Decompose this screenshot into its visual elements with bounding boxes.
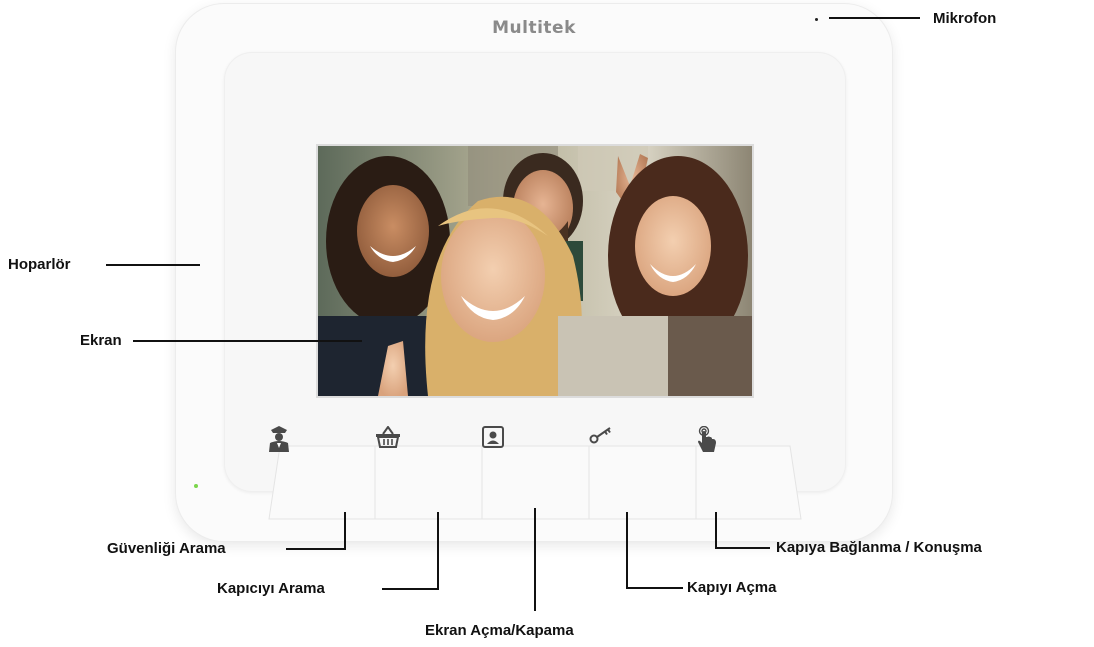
button-bar [268, 426, 802, 521]
label-ekran-acma-kapama: Ekran Açma/Kapama [425, 622, 574, 639]
label-kapici-arama: Kapıcıyı Arama [217, 580, 325, 597]
microphone-hole [815, 18, 818, 21]
label-guvenlik-arama: Güvenliği Arama [107, 540, 226, 557]
security-call-button[interactable] [268, 426, 375, 521]
label-ekran: Ekran [80, 332, 122, 349]
label-mikrofon: Mikrofon [933, 10, 997, 27]
door-talk-button[interactable] [696, 426, 802, 521]
label-kapiya-baglanma: Kapıya Bağlanma / Konuşma [776, 539, 982, 556]
touch-finger-icon [698, 426, 716, 452]
porter-call-button[interactable] [375, 426, 482, 521]
monitor-screen [318, 146, 752, 396]
screen-toggle-button[interactable] [482, 426, 589, 521]
label-hoparlor: Hoparlör [8, 256, 71, 273]
brand-logo: Multitek [492, 18, 576, 38]
label-kapi-acma: Kapıyı Açma [687, 579, 777, 596]
basket-icon [376, 426, 400, 448]
security-guard-icon [269, 426, 289, 452]
key-icon [589, 427, 611, 444]
status-led [194, 484, 198, 488]
selfie-photo [318, 146, 752, 396]
person-portrait-icon [482, 426, 504, 448]
door-open-button[interactable] [589, 427, 696, 521]
